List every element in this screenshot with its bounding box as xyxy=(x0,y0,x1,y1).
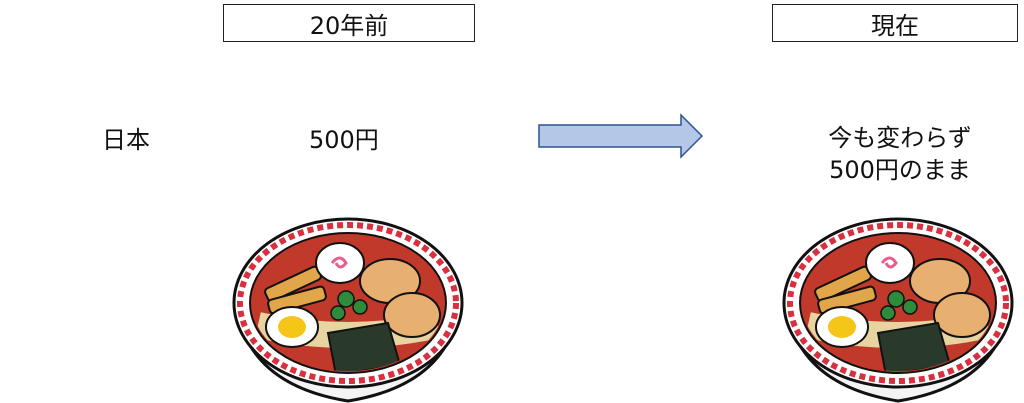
country-label: 日本 xyxy=(102,126,150,154)
ramen-bowl-icon xyxy=(782,217,1014,403)
header-past: 20年前 xyxy=(223,4,475,42)
past-price-label: 500円 xyxy=(309,126,379,154)
ramen-bowl-icon xyxy=(232,217,464,403)
present-price-text: 今も変わらず 500円のまま xyxy=(790,122,1010,186)
present-line-2: 500円のまま xyxy=(829,156,971,184)
header-past-label: 20年前 xyxy=(309,11,389,40)
right-arrow-icon xyxy=(538,113,704,159)
header-present: 現在 xyxy=(772,4,1018,42)
header-present-label: 現在 xyxy=(871,11,919,40)
present-line-1: 今も変わらず xyxy=(828,124,972,152)
